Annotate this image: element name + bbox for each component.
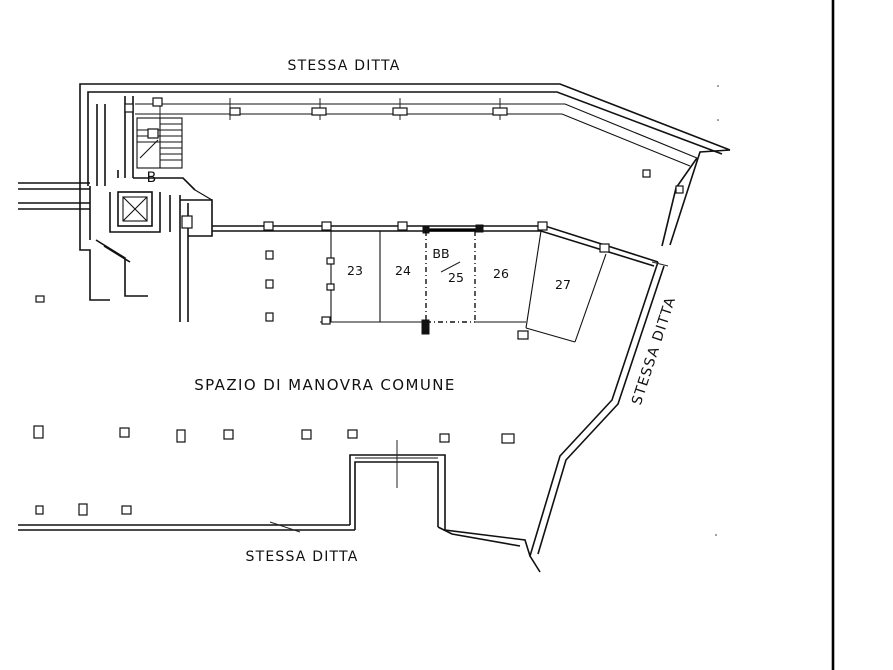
garage-27-label: 27	[555, 277, 571, 292]
east-upper-wall	[642, 149, 731, 247]
scan-specks	[715, 85, 719, 536]
west-corridor	[18, 182, 90, 210]
garage-boxes	[320, 230, 607, 343]
east-wall	[529, 261, 669, 573]
garage-25-label-bottom: 25	[448, 270, 464, 285]
south-wall	[18, 429, 531, 557]
garage-25-label-top: BB	[432, 246, 449, 261]
garage-25-label-slash	[440, 261, 461, 273]
stair-core	[79, 96, 213, 322]
stair-block-label: B	[147, 170, 158, 186]
garage-23-label: 23	[347, 263, 363, 278]
garage-24-label: 24	[395, 263, 411, 278]
right-neighbor-label: STESSA DITTA	[629, 295, 679, 407]
columns	[33, 97, 515, 516]
garage-25-label: BB 25	[432, 246, 464, 285]
maneuver-area-label: SPAZIO DI MANOVRA COMUNE	[194, 376, 455, 394]
north-wall	[79, 83, 731, 200]
garage-26-label: 26	[493, 266, 509, 281]
top-neighbor-label: STESSA DITTA	[287, 58, 400, 74]
bottom-neighbor-label: STESSA DITTA	[245, 549, 358, 565]
